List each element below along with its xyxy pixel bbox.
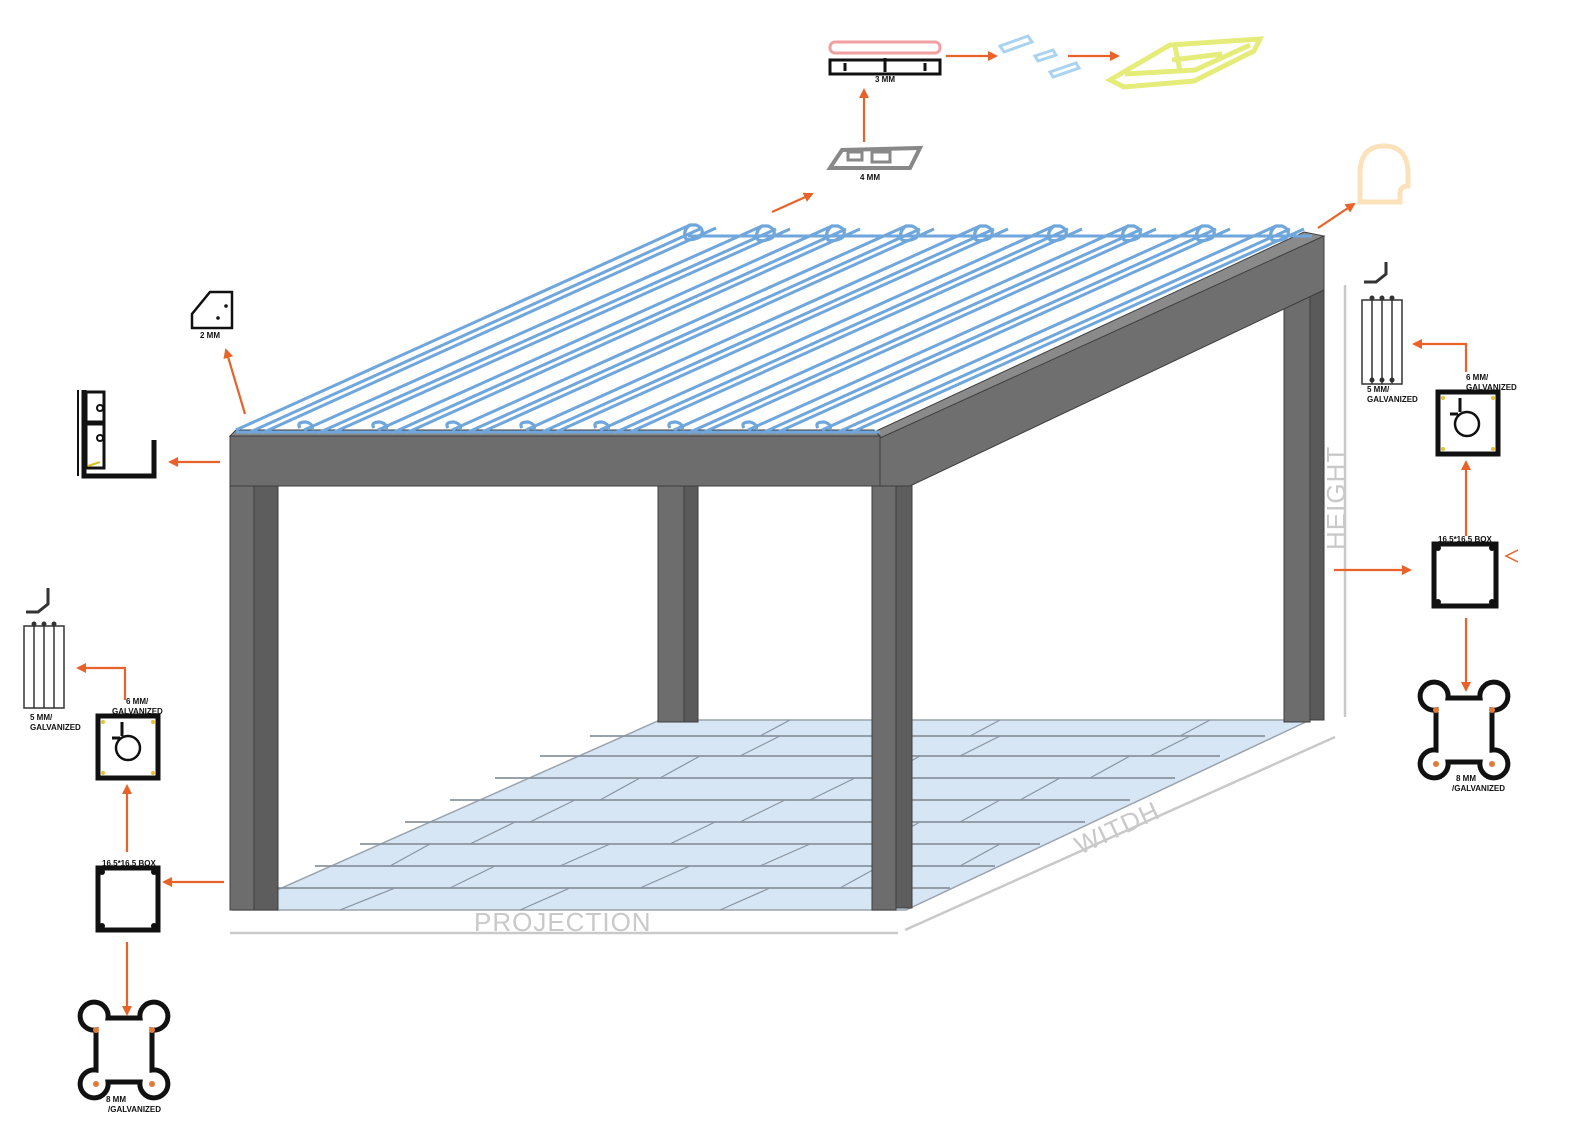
projection-label: PROJECTION: [474, 907, 652, 937]
baseplate-left-label: 8 MM/GALVANIZED: [106, 1095, 161, 1114]
corner-plate-icon: [190, 290, 234, 330]
clip-icon: [997, 34, 1082, 79]
louver-blade-label: 4 MM: [860, 173, 880, 182]
front-beam: [228, 429, 882, 487]
baseplate-icon: [77, 999, 171, 1101]
gutter-connector-icon: [828, 40, 942, 76]
post-section-icon-right: [1431, 541, 1519, 609]
bracket-icon-right: [1361, 262, 1403, 385]
blade-assembly-icon: [1104, 36, 1265, 90]
bracket-left-label: 5 MM/GALVANIZED: [30, 713, 81, 732]
back-left-post: [657, 483, 699, 723]
roof-louvers: [235, 223, 1312, 435]
post-section-icon: [95, 865, 161, 933]
gutter-profile-icon: [77, 390, 157, 479]
front-right-post: [871, 471, 913, 911]
beam-right-label: 6 MM/GALVANIZED: [1466, 373, 1517, 392]
beam-left-label: 6 MM/GALVANIZED: [112, 697, 163, 716]
corner-plate-label: 2 MM: [200, 331, 220, 340]
beam-section-icon-right: [1435, 389, 1501, 457]
front-left-post: [229, 485, 279, 911]
dimension-lines: [230, 285, 1347, 935]
callout-arrows: [76, 51, 1471, 1016]
gutter-connector-label: 3 MM: [875, 75, 895, 84]
beam-section-icon: [95, 713, 161, 781]
floor: [231, 719, 1311, 911]
baseplate-right-label: 8 MM/GALVANIZED: [1452, 774, 1505, 793]
bracket-icon: [23, 588, 65, 709]
back-right-post: [1283, 279, 1325, 723]
post-right-label: 16,5*16,5 BOX: [1438, 535, 1492, 544]
bracket-right-label: 5 MM/GALVANIZED: [1367, 385, 1418, 404]
end-cap-icon: [1357, 143, 1411, 205]
louver-blade-icon: [826, 145, 924, 170]
post-left-label: 16,5*16,5 BOX: [102, 859, 156, 868]
height-label: HEIGHT: [1321, 446, 1351, 550]
baseplate-icon-right: [1417, 679, 1511, 781]
roof-louver-ends: [297, 223, 1290, 431]
